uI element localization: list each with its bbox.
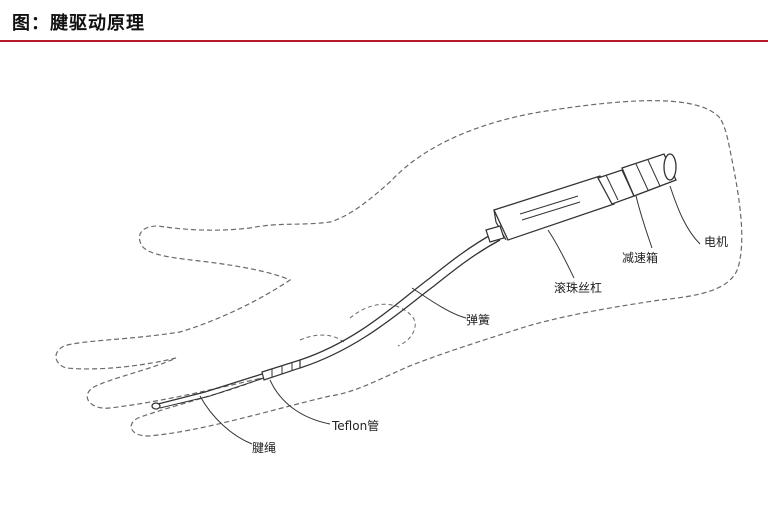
figure-header: 图：腱驱动原理	[0, 0, 768, 44]
label-ball-screw: 滚珠丝杠	[554, 280, 602, 295]
diagram-canvas: 电机 减速箱 滚珠丝杠 弹簧 Teflon管 腱绳	[55, 100, 743, 455]
palm-contour	[349, 303, 416, 347]
teflon-tube-rings	[271, 363, 293, 377]
hand-outline	[55, 100, 743, 437]
label-spring: 弹簧	[466, 312, 490, 327]
spring-sheath-inner	[299, 239, 501, 369]
label-tendon: 腱绳	[252, 441, 276, 455]
label-gearbox: 减速箱	[622, 250, 658, 265]
thumb-contour	[299, 334, 347, 345]
motor	[621, 153, 677, 197]
tendon-cable-2	[159, 377, 265, 409]
figure-title: 图：腱驱动原理	[12, 13, 145, 34]
leader-lines	[199, 185, 701, 445]
label-motor: 电机	[704, 235, 728, 249]
tendon-end	[151, 402, 161, 410]
teflon-tube	[261, 359, 301, 381]
spring-sheath-outer	[299, 231, 497, 361]
tendon-cable	[157, 373, 263, 405]
ball-screw-housing	[485, 175, 615, 243]
header-divider	[0, 40, 768, 42]
tendon-drive-diagram: 电机 减速箱 滚珠丝杠 弹簧 Teflon管 腱绳	[0, 44, 768, 510]
label-teflon-tube: Teflon管	[331, 418, 379, 433]
